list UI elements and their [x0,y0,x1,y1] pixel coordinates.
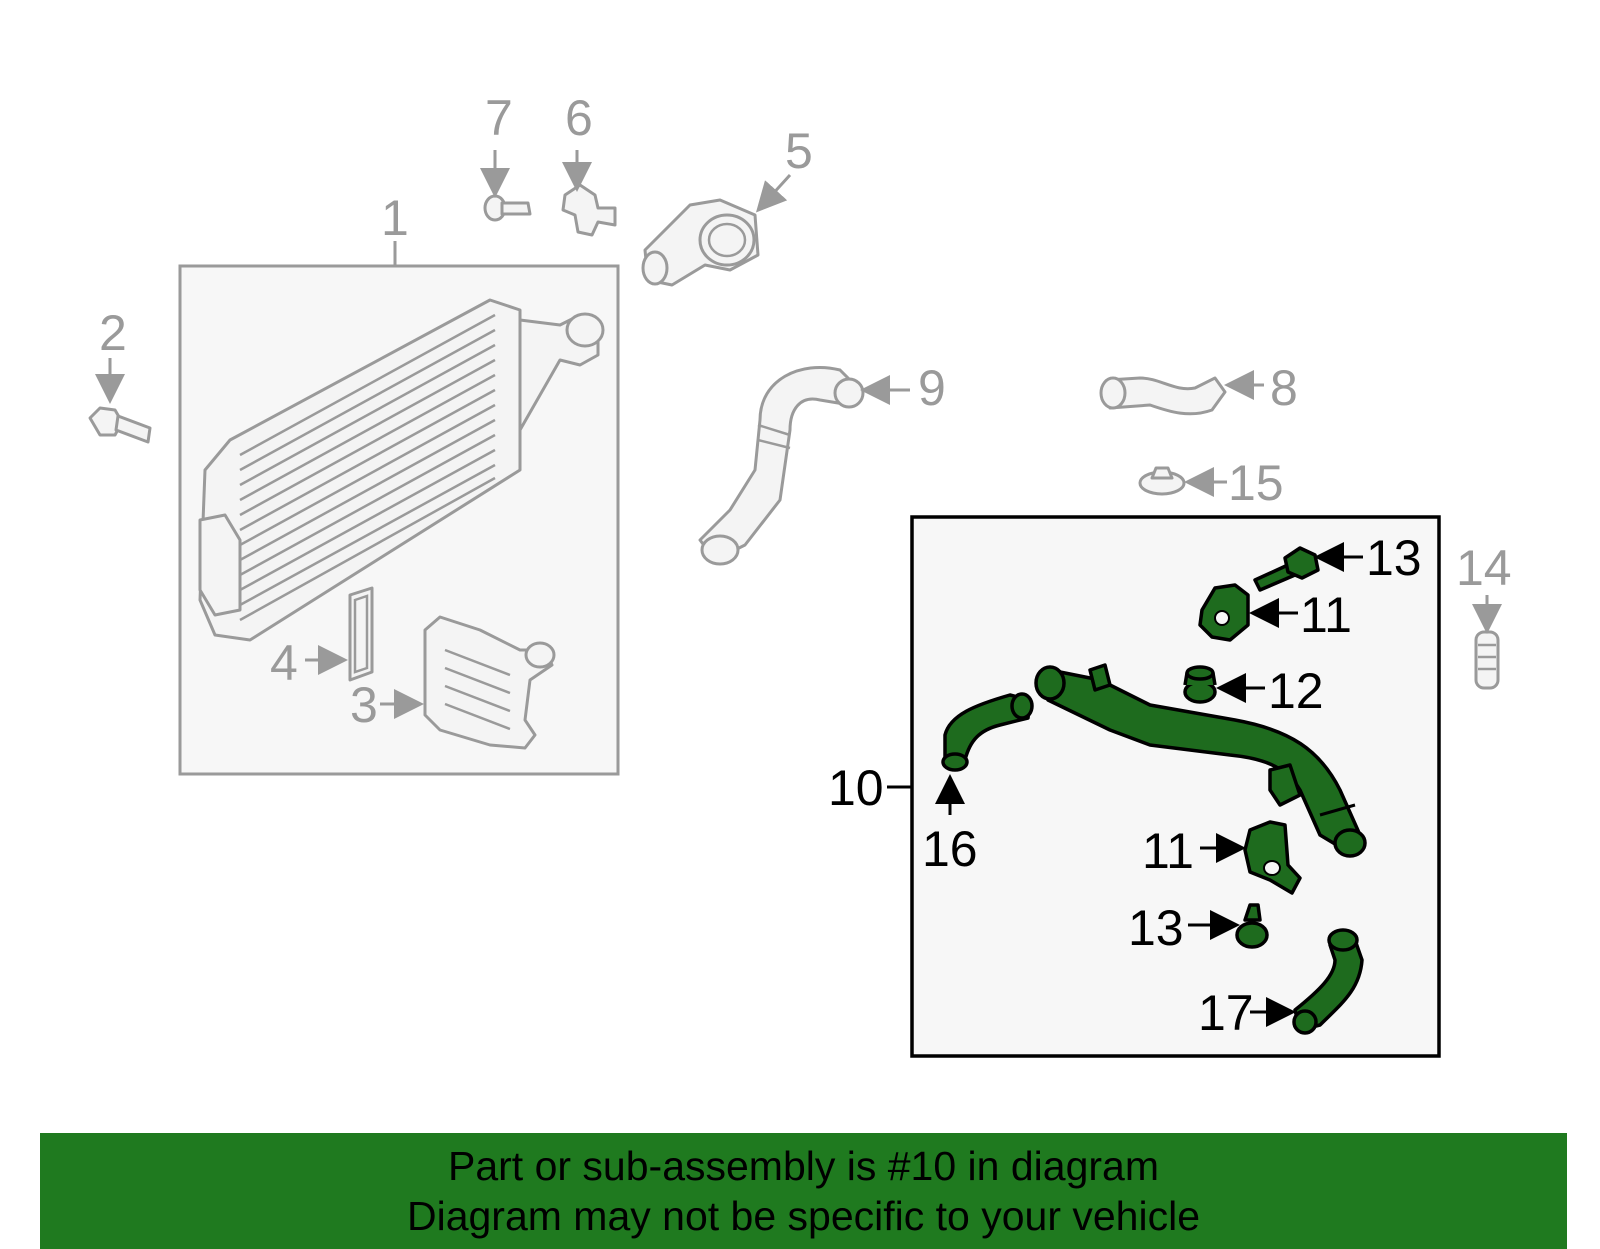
callout-2: 2 [99,305,127,361]
part-16-hose [941,692,1034,772]
part-11-lower-flange [1243,820,1302,895]
callout-11-upper: 11 [1300,587,1352,643]
part-13-upper-bolt [1253,546,1320,592]
parts-diagram: 1 2 3 4 5 6 7 8 9 10 11 11 12 13 13 14 1… [88,90,1512,1058]
callout-13-lower: 13 [1128,900,1184,956]
callout-9: 9 [918,360,946,416]
part-7-bolt [483,194,532,222]
callout-17: 17 [1198,985,1254,1041]
callout-4: 4 [270,635,298,691]
callout-15: 15 [1228,455,1284,511]
part-9-hose [698,365,865,566]
part-10-main-pipe [1034,663,1367,858]
callout-12: 12 [1268,663,1324,719]
callout-6: 6 [565,90,593,146]
banner-line-1: Part or sub-assembly is #10 in diagram [448,1143,1159,1189]
part-12-grommet [1183,665,1217,704]
part-5-elbow-duct [641,198,760,287]
callout-7: 7 [485,90,513,146]
callout-11-lower: 11 [1142,823,1194,879]
part-8-hose [1099,376,1227,416]
banner-line-2: Diagram may not be specific to your vehi… [406,1193,1200,1239]
part-17-hose [1292,928,1364,1035]
part-1-intercooler [198,298,605,642]
part-6-clip [561,183,617,237]
callout-5: 5 [785,123,813,179]
callout-10: 10 [828,760,884,816]
leader-lines [95,150,1502,1027]
callout-13-upper: 13 [1366,530,1422,586]
info-banner: Part or sub-assembly is #10 in diagram D… [40,1133,1567,1249]
part-4-seal [348,586,374,682]
callout-3: 3 [350,677,378,733]
part-2-bolt [88,406,152,444]
part-11-upper-flange [1198,583,1250,642]
part-13-lower-bolt [1235,903,1269,949]
callout-1: 1 [381,190,409,246]
part-14-stud [1474,630,1500,690]
callout-8: 8 [1270,360,1298,416]
callout-14: 14 [1456,540,1512,596]
part-15-nut [1138,466,1186,496]
callout-16: 16 [922,821,978,877]
part-3-tank [423,615,556,750]
